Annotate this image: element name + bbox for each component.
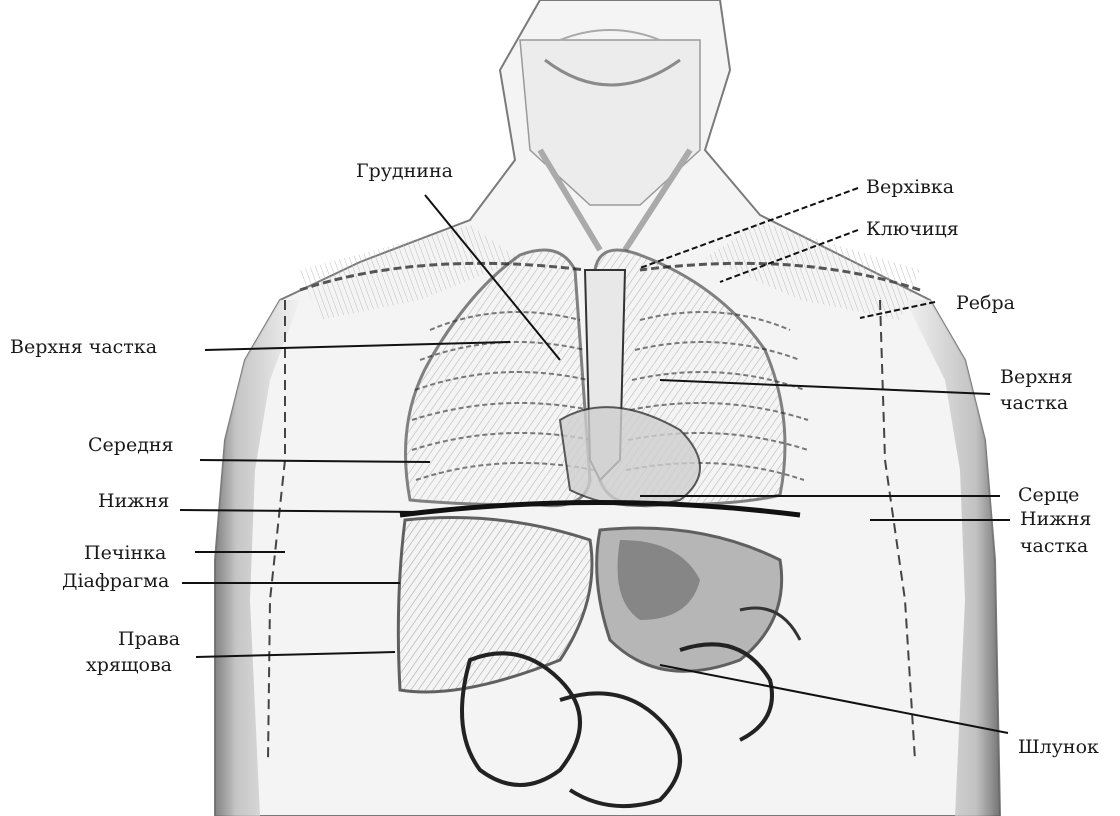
label-liver: Печінка bbox=[84, 542, 166, 564]
label-right-cartilage-line1: Права bbox=[118, 628, 180, 650]
label-lower-lobe-right-line1: Нижня bbox=[1020, 508, 1091, 530]
label-upper-lobe-right-line2: частка bbox=[1000, 392, 1068, 414]
label-clavicle: Ключиця bbox=[866, 218, 959, 240]
label-upper-lobe-left: Верхня частка bbox=[10, 336, 157, 358]
label-heart: Серце bbox=[1018, 484, 1079, 506]
label-ribs: Ребра bbox=[956, 292, 1015, 314]
label-sternum: Груднина bbox=[356, 160, 453, 182]
label-right-cartilage-line2: хрящова bbox=[86, 654, 172, 676]
label-middle-lobe: Середня bbox=[88, 434, 174, 456]
label-stomach: Шлунок bbox=[1018, 736, 1099, 758]
label-lower-lobe-left: Нижня bbox=[98, 490, 169, 512]
label-lower-lobe-right-line2: частка bbox=[1020, 535, 1088, 557]
label-upper-lobe-right-line1: Верхня bbox=[1000, 366, 1073, 388]
label-apex: Верхівка bbox=[866, 176, 954, 198]
label-diaphragm: Діафрагма bbox=[62, 570, 169, 592]
